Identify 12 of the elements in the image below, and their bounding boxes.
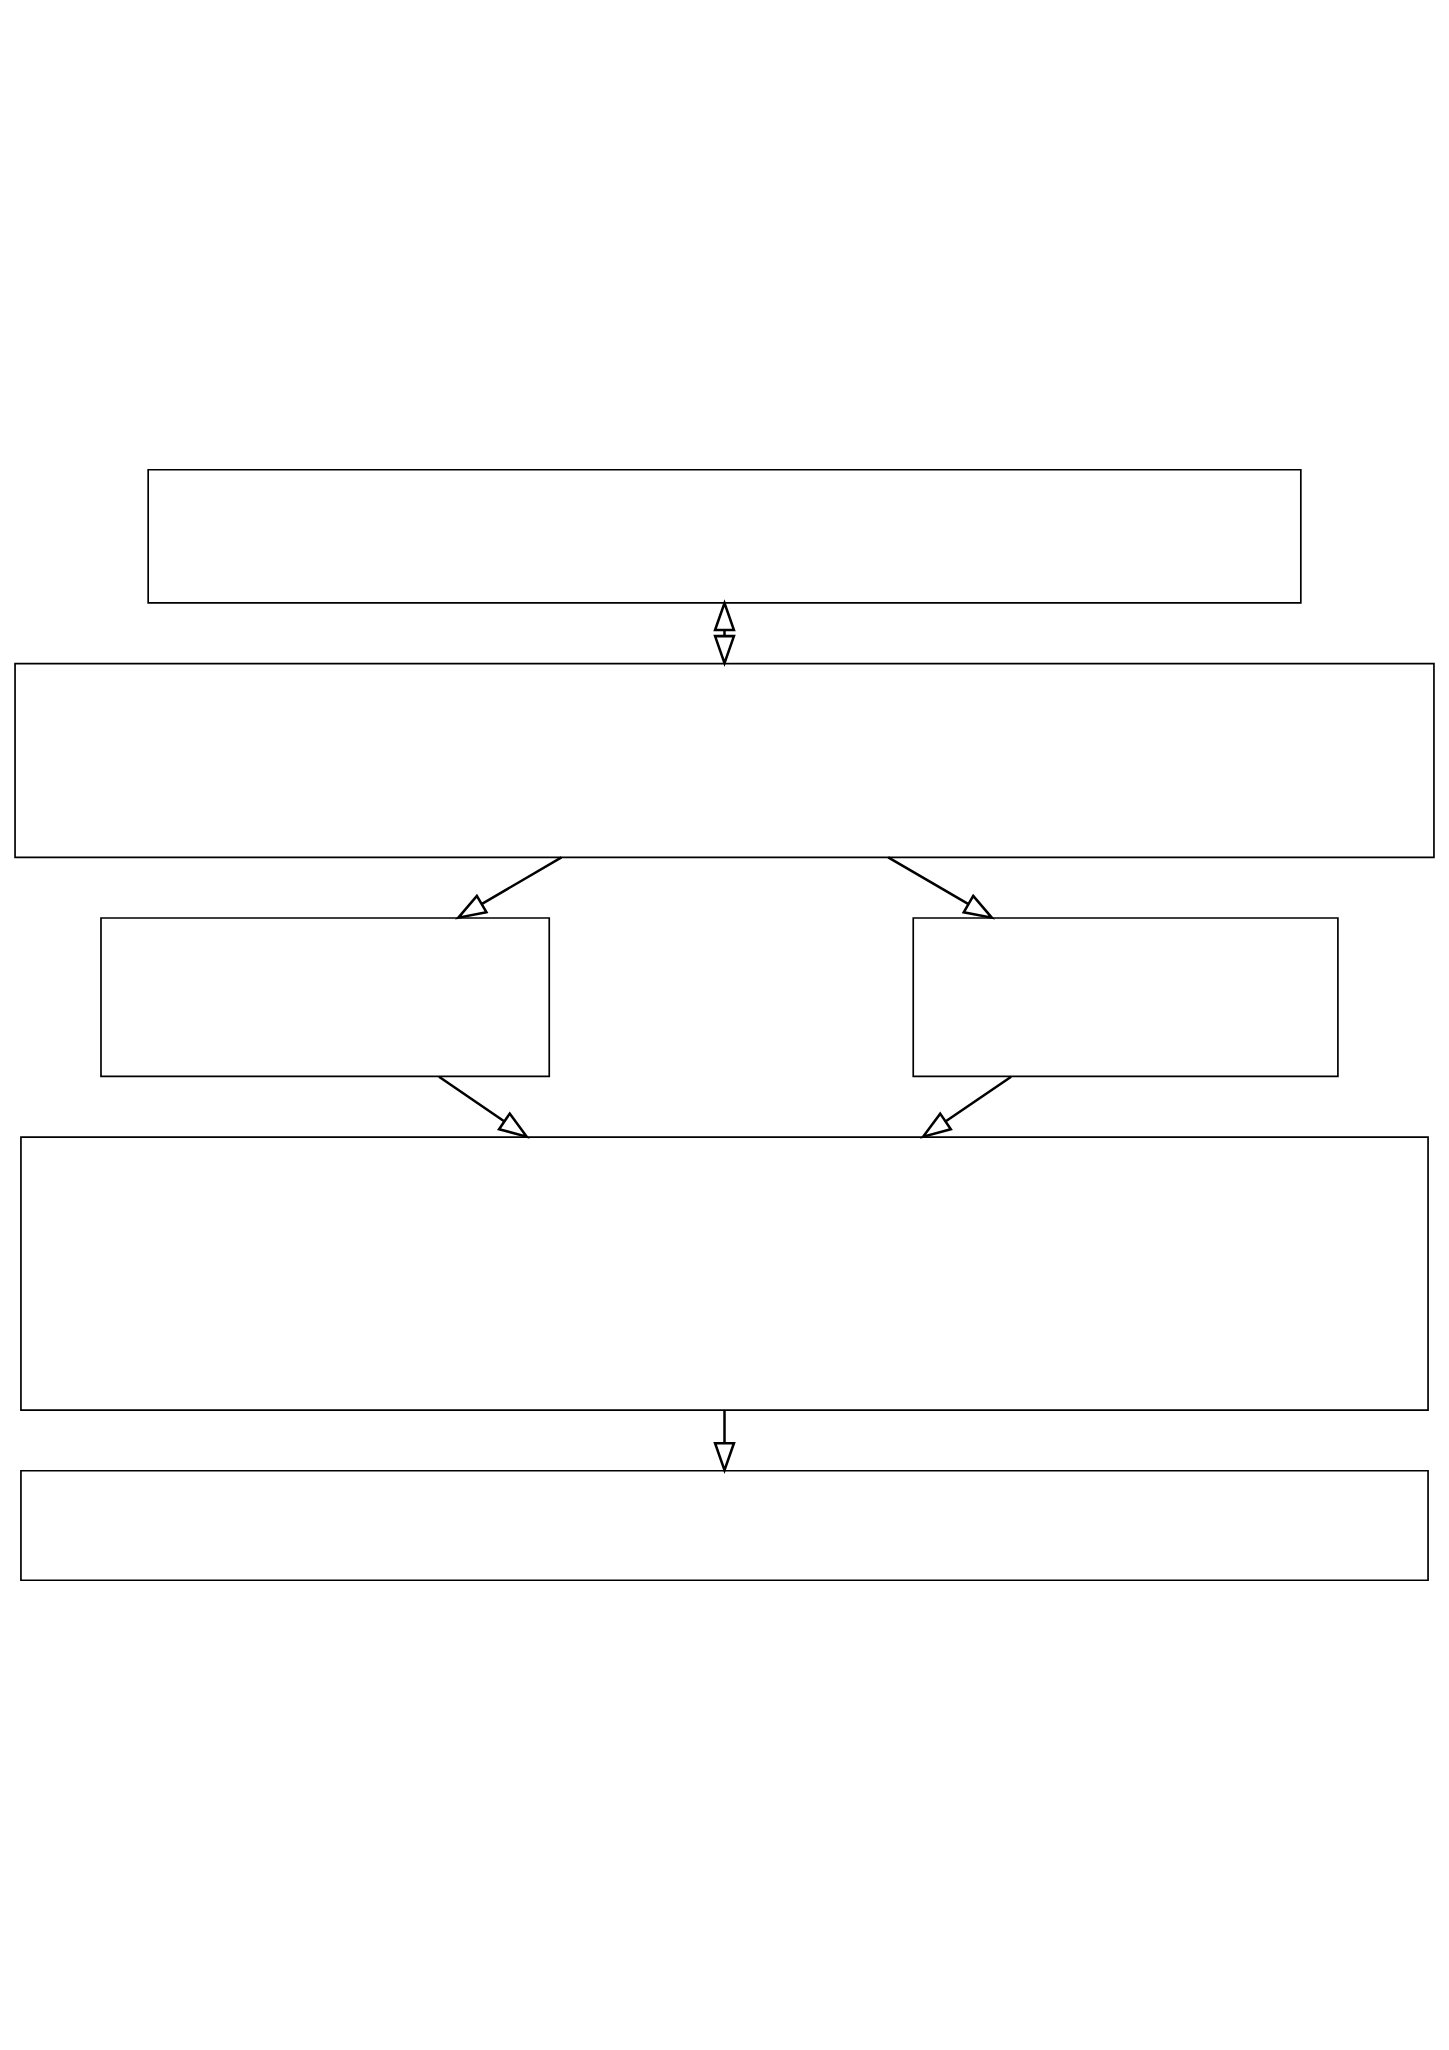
node-box (147, 468, 1302, 604)
arrow (887, 856, 996, 920)
arrow (455, 856, 563, 920)
node-box (14, 662, 1435, 859)
arrow (920, 1075, 1012, 1139)
arrow (438, 1075, 530, 1139)
node-box (912, 917, 1339, 1078)
node-box (20, 1136, 1429, 1411)
node-box (20, 1469, 1429, 1582)
node-box (100, 917, 551, 1078)
arrow (713, 1410, 736, 1475)
arrow (713, 599, 736, 667)
